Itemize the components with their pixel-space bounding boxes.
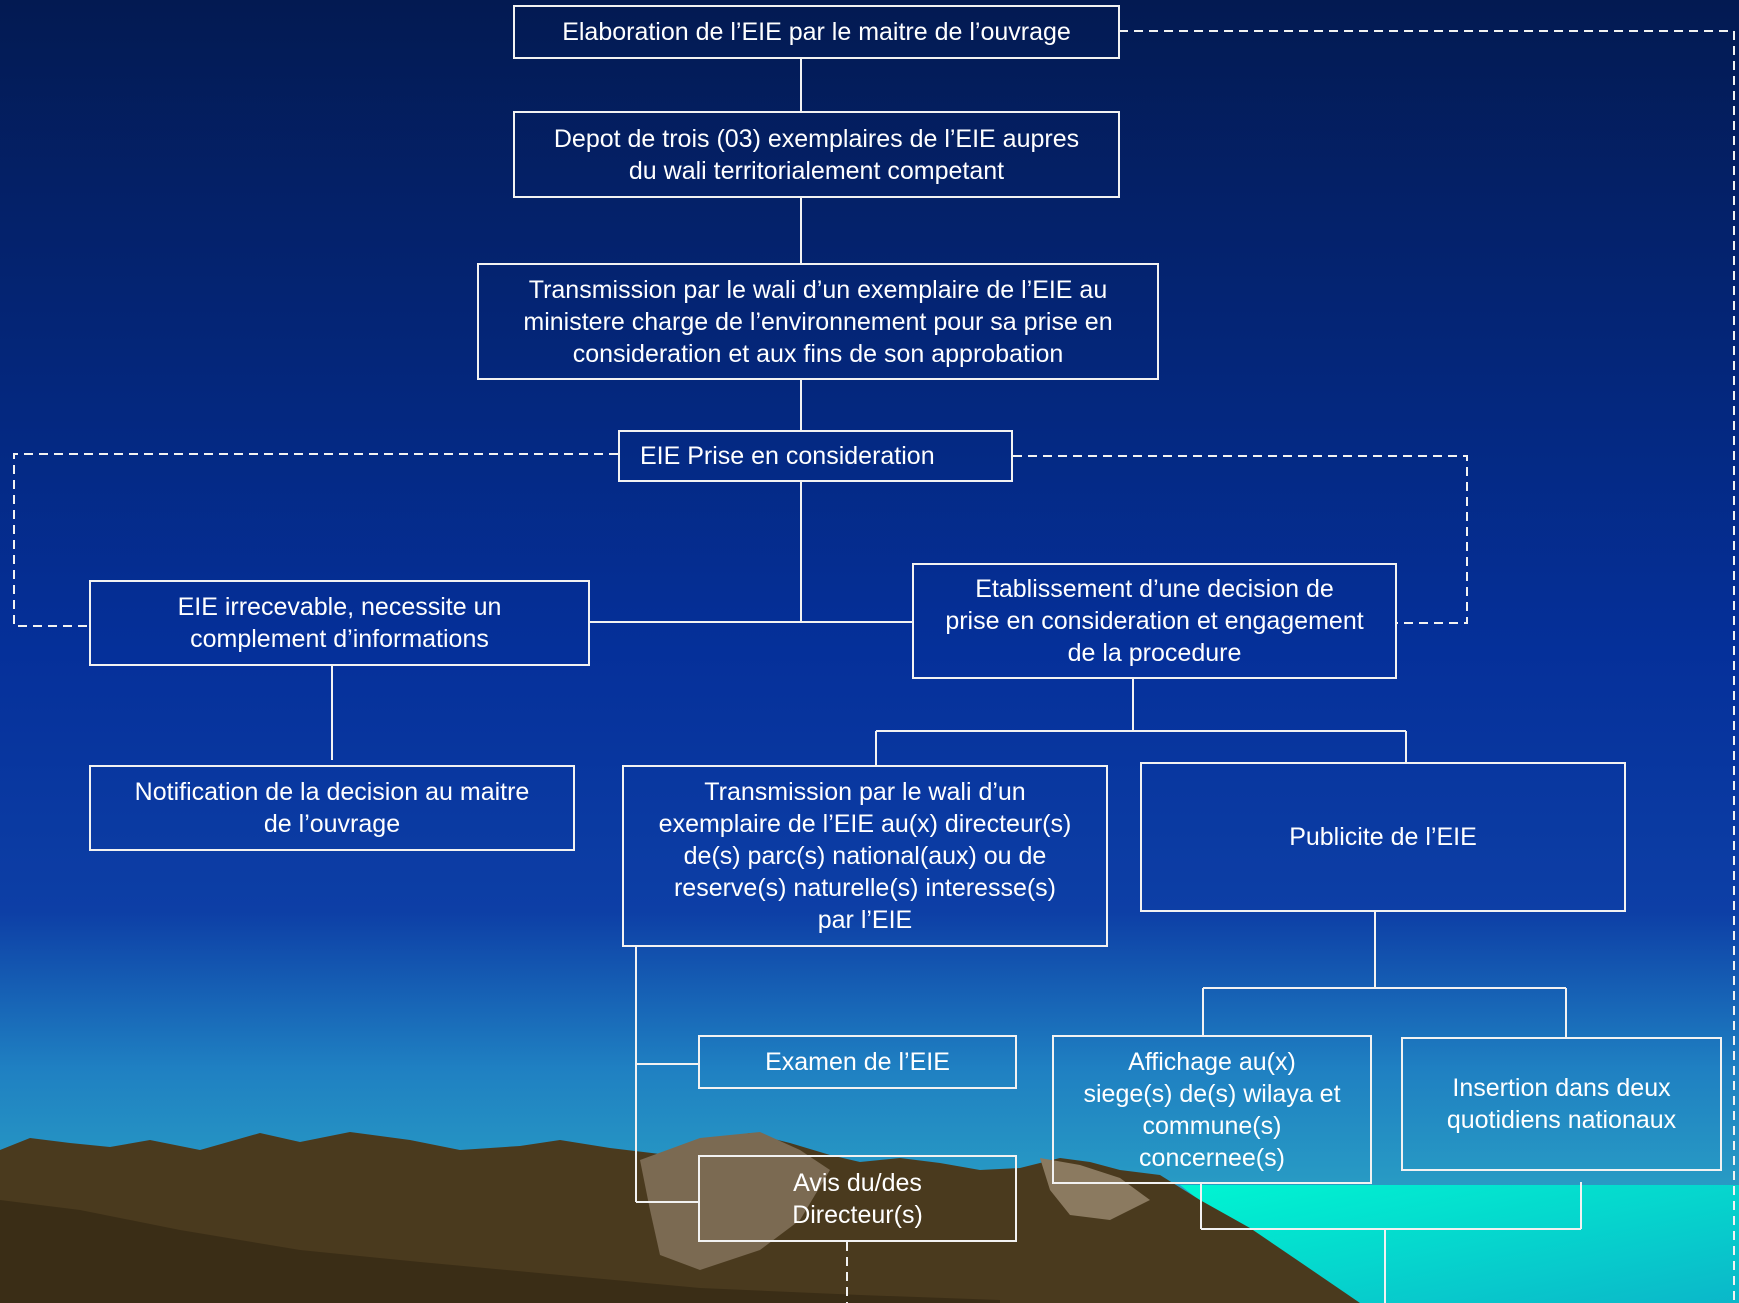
mountain-highlight: [1040, 1158, 1150, 1220]
node-avis: Avis du/des Directeur(s): [698, 1155, 1017, 1242]
node-examen: Examen de l’EIE: [698, 1035, 1017, 1089]
node-prise-en-consideration: EIE Prise en consideration: [618, 430, 1013, 482]
node-depot: Depot de trois (03) exemplaires de l’EIE…: [513, 111, 1120, 198]
mountain-highlight: [640, 1132, 830, 1270]
node-decision: Etablissement d’une decision de prise en…: [912, 563, 1397, 679]
solid-connectors: [331, 59, 1582, 1303]
node-transmission-ministere: Transmission par le wali d’un exemplaire…: [477, 263, 1159, 380]
node-publicite: Publicite de l’EIE: [1140, 762, 1626, 912]
dashed-connectors: [13, 30, 1735, 1303]
sea: [1180, 1185, 1739, 1303]
node-affichage: Affichage au(x) siege(s) de(s) wilaya et…: [1052, 1035, 1372, 1184]
node-insertion: Insertion dans deux quotidiens nationaux: [1401, 1037, 1722, 1171]
node-transmission-directeurs: Transmission par le wali d’un exemplaire…: [622, 765, 1108, 947]
node-notification: Notification de la decision au maitre de…: [89, 765, 575, 851]
node-elaboration: Elaboration de l’EIE par le maitre de l’…: [513, 5, 1120, 59]
mountain-shadow: [0, 1200, 1000, 1303]
node-irrecevable: EIE irrecevable, necessite un complement…: [89, 580, 590, 666]
